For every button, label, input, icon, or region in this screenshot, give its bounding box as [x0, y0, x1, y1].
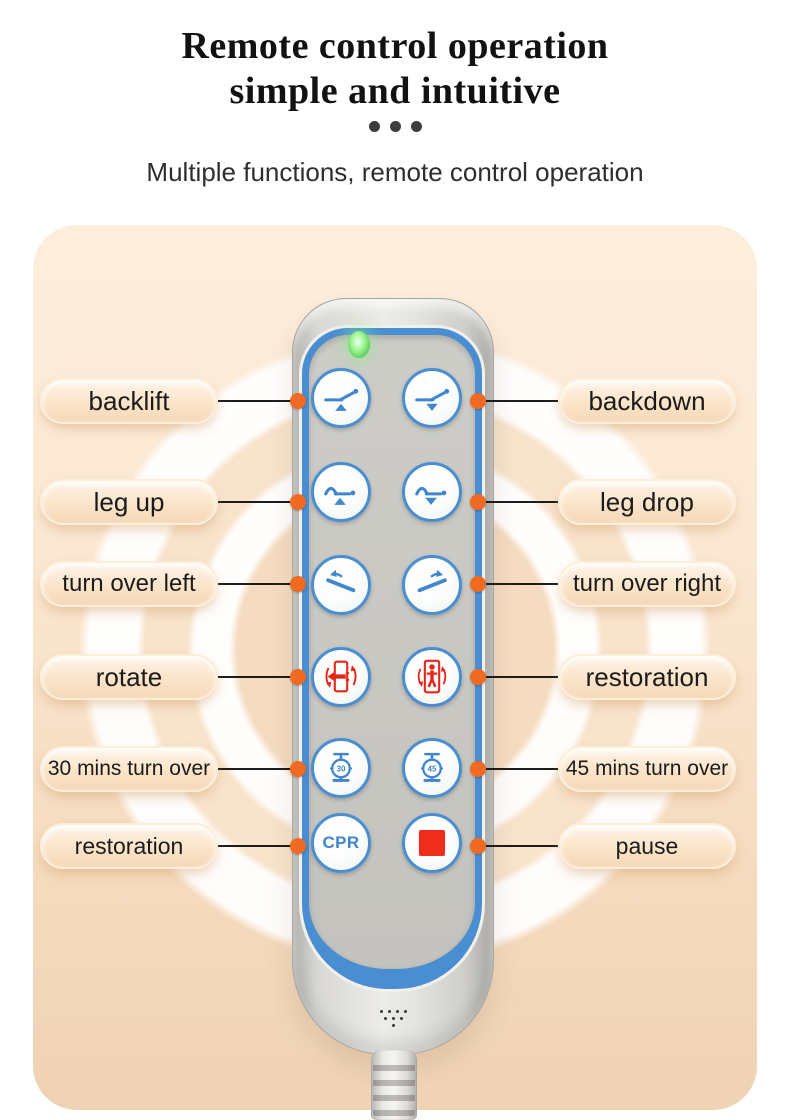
callout-label: leg up — [93, 486, 165, 517]
callout-label: backdown — [588, 385, 706, 416]
connector-dot — [290, 494, 306, 510]
button-leg-up[interactable] — [311, 462, 371, 522]
callout-leg-up: leg up — [40, 479, 218, 525]
callout-label: leg drop — [600, 486, 694, 517]
cpr-label: CPR — [322, 833, 360, 852]
bed-leg-up-icon — [324, 486, 356, 505]
timer-45-number: 45 — [427, 764, 437, 773]
connector-dot — [470, 494, 486, 510]
button-restoration[interactable] — [402, 647, 462, 707]
page-subtitle: Multiple functions, remote control opera… — [146, 157, 644, 187]
callout-label: turn over right — [572, 570, 722, 597]
connector-line — [216, 676, 298, 678]
button-30-mins-turn-over[interactable]: 30 — [311, 738, 371, 798]
callout-pause: pause — [558, 823, 736, 869]
connector-line — [478, 676, 558, 678]
connector-line — [216, 845, 298, 847]
bed-back-up-icon — [324, 388, 359, 411]
connector-dot — [470, 669, 486, 685]
connector-dot — [290, 393, 306, 409]
callout-label: rotate — [95, 661, 163, 692]
page-title: Remote control operation simple and intu… — [0, 24, 790, 114]
title-line-2: simple and intuitive — [229, 70, 561, 112]
timer-45-icon: 45 — [421, 752, 443, 782]
callout-restoration-right: restoration — [558, 654, 736, 700]
connector-line — [216, 583, 298, 585]
callout-label: restoration — [74, 832, 184, 859]
connector-line — [478, 768, 558, 770]
connector-line — [478, 845, 558, 847]
bed-leg-down-icon — [415, 486, 447, 505]
button-rotate[interactable] — [311, 647, 371, 707]
stop-square-icon — [419, 830, 445, 856]
connector-dot — [290, 761, 306, 777]
callout-45-mins-turn-over: 45 mins turn over — [558, 746, 736, 792]
connector-dot — [470, 393, 486, 409]
callout-backdown: backdown — [558, 378, 736, 424]
speaker-grille — [370, 1010, 416, 1027]
bed-back-down-icon — [415, 388, 450, 411]
remote-control: 30 45 CPR — [292, 298, 494, 1120]
button-turn-over-right[interactable] — [402, 555, 462, 615]
connector-line — [216, 501, 298, 503]
power-led-indicator — [348, 331, 370, 358]
connector-line — [216, 400, 298, 402]
button-backdown[interactable] — [402, 368, 462, 428]
connector-dot — [290, 838, 306, 854]
button-turn-over-left[interactable] — [311, 555, 371, 615]
connector-dot — [470, 576, 486, 592]
button-backlift[interactable] — [311, 368, 371, 428]
callout-label: pause — [615, 832, 679, 859]
cable — [371, 1050, 417, 1120]
connector-dot — [470, 838, 486, 854]
rotate-patient-icon — [325, 660, 357, 693]
callout-label: 45 mins turn over — [565, 757, 729, 780]
connector-line — [478, 583, 558, 585]
connector-dot — [290, 576, 306, 592]
button-leg-drop[interactable] — [402, 462, 462, 522]
callout-rotate: rotate — [40, 654, 218, 700]
connector-dot — [290, 669, 306, 685]
connector-dot — [470, 761, 486, 777]
callout-label: restoration — [585, 661, 709, 692]
title-line-1: Remote control operation — [181, 25, 609, 67]
callout-30-mins-turn-over: 30 mins turn over — [40, 746, 218, 792]
restore-patient-icon — [417, 659, 447, 694]
callout-label: 30 mins turn over — [47, 757, 211, 780]
timer-30-icon: 30 — [330, 752, 352, 782]
button-cpr[interactable]: CPR — [311, 813, 371, 873]
button-pause[interactable] — [402, 813, 462, 873]
callout-turn-over-right: turn over right — [558, 561, 736, 607]
callout-backlift: backlift — [40, 378, 218, 424]
button-45-mins-turn-over[interactable]: 45 — [402, 738, 462, 798]
connector-line — [478, 400, 558, 402]
connector-line — [478, 501, 558, 503]
header-dots — [0, 121, 790, 132]
callout-leg-drop: leg drop — [558, 479, 736, 525]
callout-restoration-left: restoration — [40, 823, 218, 869]
timer-30-number: 30 — [336, 764, 346, 773]
tilt-right-icon — [417, 569, 447, 593]
tilt-left-icon — [326, 569, 356, 593]
callout-label: backlift — [88, 385, 170, 416]
connector-line — [216, 768, 298, 770]
callout-label: turn over left — [62, 570, 196, 597]
callout-turn-over-left: turn over left — [40, 561, 218, 607]
